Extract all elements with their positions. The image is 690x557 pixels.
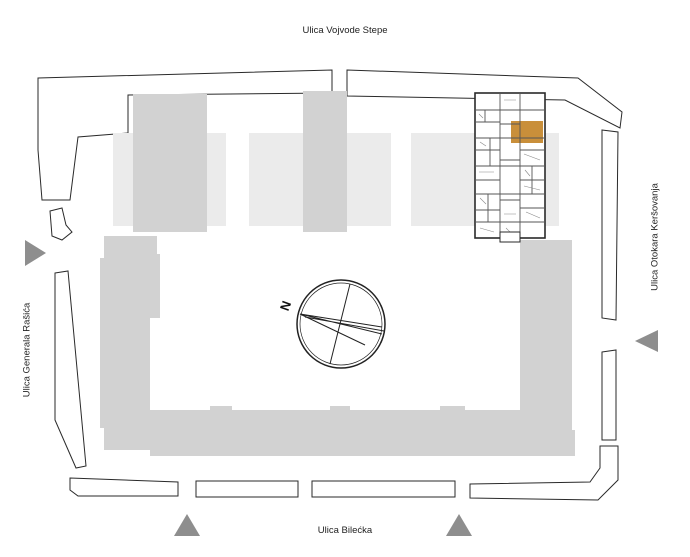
compass-rose: N (277, 279, 386, 369)
building-east-annex (520, 240, 572, 256)
arrow-south-left-icon (174, 514, 200, 536)
highlighted-building (474, 92, 546, 243)
entrance-arrows (25, 240, 658, 536)
compass-ring-outer (296, 279, 386, 369)
compass-ring-inner (299, 282, 383, 366)
compass-needle (299, 283, 385, 365)
floor-plan-walls (475, 93, 545, 238)
sidewalk-east-upper (601, 129, 619, 321)
building-footprints (100, 91, 575, 456)
building-entrance (499, 231, 521, 243)
compass-north-letter: N (277, 299, 294, 313)
building-tower-west (133, 94, 207, 232)
street-label-south: Ulica Bilećka (317, 525, 373, 536)
sidewalk-northwest (37, 69, 333, 201)
sidewalk-south-middle (195, 480, 299, 498)
highlighted-apartment (511, 121, 543, 143)
sidewalk-southeast (469, 445, 619, 501)
arrow-west-icon (25, 240, 46, 266)
street-label-west: Ulica Generala Rašića (21, 302, 33, 398)
kiosk-outline (49, 207, 73, 241)
sidewalk-southwest (69, 477, 179, 497)
street-label-north: Ulica Vojvode Stepe (302, 25, 388, 36)
building-outline (474, 92, 546, 239)
sidewalk-outlines (37, 69, 623, 501)
sidewalk-west (54, 270, 87, 469)
sidewalk-south-right (311, 480, 456, 498)
building-perimeter-block (100, 236, 575, 456)
building-tower-middle (303, 91, 347, 232)
arrow-south-right-icon (446, 514, 472, 536)
sidewalk-east-lower (601, 349, 617, 441)
arrow-east-icon (635, 330, 658, 352)
street-label-east: Ulica Otokara Keršovanja (649, 183, 661, 291)
